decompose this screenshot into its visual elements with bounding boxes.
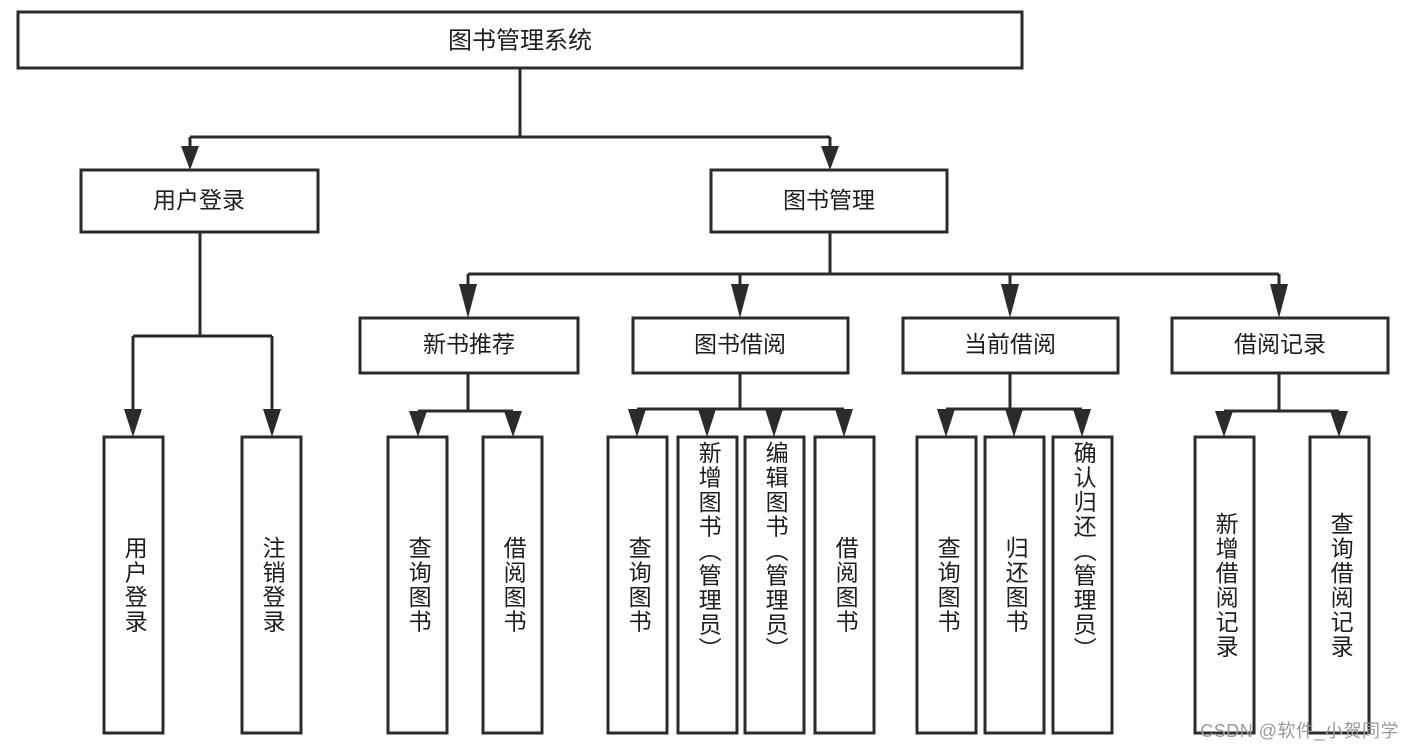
arrow-book-to-borrow: [731, 284, 749, 318]
arrow-newbook-leaf-2: [504, 411, 522, 437]
connector-group-book-management: [459, 232, 1288, 318]
arrow-borrow-leaf-1: [628, 409, 646, 437]
leaf-box-query-borrow-record[interactable]: [1308, 435, 1371, 735]
leaf-box-group: [102, 435, 1371, 735]
leaf-box-edit-book-admin[interactable]: [743, 435, 806, 735]
node-current-borrow[interactable]: 当前借阅: [901, 316, 1120, 375]
leaf-box-query-book-2[interactable]: [606, 435, 669, 735]
leaf-box-query-book-3[interactable]: [915, 435, 978, 735]
leaf-box-add-book-admin[interactable]: [676, 435, 739, 735]
arrow-record-leaf-2: [1330, 411, 1348, 437]
arrow-user-leaf-2: [263, 409, 281, 437]
leaf-box-borrow-book-2[interactable]: [813, 435, 876, 735]
node-book-management-label: 图书管理: [783, 187, 875, 213]
connector-group-borrow-record: [1215, 373, 1348, 437]
node-book-management[interactable]: 图书管理: [709, 168, 949, 234]
arrow-newbook-leaf-1: [409, 411, 427, 437]
connector-group-user-login: [124, 232, 281, 437]
node-user-login-label: 用户登录: [153, 187, 245, 213]
node-user-login[interactable]: 用户登录: [79, 168, 320, 234]
connector-group-root: [181, 68, 839, 170]
node-root-label: 图书管理系统: [448, 27, 592, 54]
arrow-borrow-leaf-3: [765, 409, 783, 437]
leaf-box-return-book[interactable]: [983, 435, 1046, 735]
node-current-borrow-label: 当前借阅: [964, 331, 1056, 357]
arrow-root-to-user: [181, 146, 199, 170]
node-new-book-recommend[interactable]: 新书推荐: [358, 316, 580, 375]
arrow-borrow-leaf-2: [698, 409, 716, 437]
connector-group-book-borrow: [628, 373, 853, 437]
leaf-box-user-login[interactable]: [102, 435, 165, 735]
node-new-book-recommend-box[interactable]: [358, 316, 580, 375]
leaf-box-add-borrow-record[interactable]: [1193, 435, 1256, 735]
arrow-user-leaf-1: [124, 409, 142, 437]
node-user-login-box[interactable]: [79, 168, 320, 234]
node-book-borrow-label: 图书借阅: [694, 331, 786, 357]
node-current-borrow-box[interactable]: [901, 316, 1120, 375]
arrow-borrow-leaf-4: [835, 409, 853, 437]
connector-group-current-borrow: [937, 373, 1091, 437]
leaf-box-logout[interactable]: [240, 435, 303, 735]
arrow-current-leaf-3: [1073, 409, 1091, 437]
node-borrow-record-label: 借阅记录: [1234, 331, 1326, 357]
node-book-borrow[interactable]: 图书借阅: [631, 316, 850, 375]
arrow-book-to-newbook: [459, 284, 477, 318]
arrow-root-to-book: [821, 146, 839, 170]
arrow-book-to-current: [1001, 284, 1019, 318]
node-borrow-record[interactable]: 借阅记录: [1170, 316, 1390, 375]
leaf-box-confirm-return-admin[interactable]: [1051, 435, 1114, 735]
leaf-box-query-book-1[interactable]: [386, 435, 449, 735]
arrow-book-to-record: [1270, 284, 1288, 318]
arrow-record-leaf-1: [1215, 411, 1233, 437]
arrow-current-leaf-2: [1005, 409, 1023, 437]
node-book-borrow-box[interactable]: [631, 316, 850, 375]
node-root-box[interactable]: [16, 10, 1024, 70]
node-borrow-record-box[interactable]: [1170, 316, 1390, 375]
node-book-management-box[interactable]: [709, 168, 949, 234]
node-new-book-recommend-label: 新书推荐: [423, 331, 515, 357]
connector-group-new-book: [409, 373, 522, 437]
arrow-current-leaf-1: [937, 409, 955, 437]
node-root[interactable]: 图书管理系统: [16, 10, 1024, 70]
leaf-box-borrow-book-1[interactable]: [481, 435, 544, 735]
